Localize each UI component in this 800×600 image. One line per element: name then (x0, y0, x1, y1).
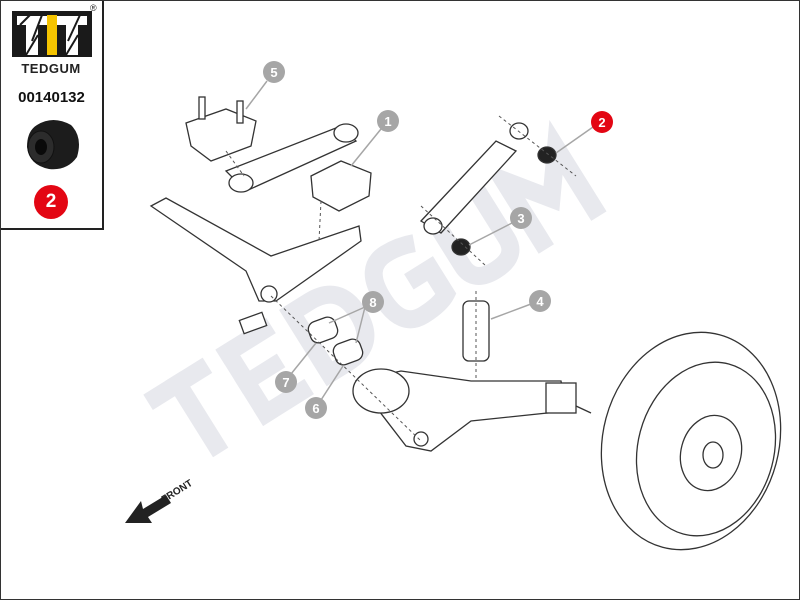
svg-text:3: 3 (517, 211, 524, 226)
registered-mark: ® (90, 3, 97, 13)
product-panel: ® TEDGUM 00140132 2 (1, 1, 104, 230)
callout-7[interactable]: 7 (275, 371, 297, 393)
svg-text:4: 4 (536, 294, 544, 309)
callout-8[interactable]: 8 (362, 291, 384, 313)
svg-text:6: 6 (312, 401, 319, 416)
front-arrow-icon: FRONT (125, 478, 195, 523)
svg-text:2: 2 (598, 115, 605, 130)
part-number: 00140132 (18, 89, 85, 106)
callout-5[interactable]: 5 (263, 61, 285, 83)
suspension-parts (149, 96, 782, 551)
rubber-mount (310, 160, 372, 212)
tedgum-logo (12, 11, 92, 57)
callout-2[interactable]: 2 (591, 111, 613, 133)
svg-text:1: 1 (384, 114, 391, 129)
watermark-logo (143, 119, 607, 458)
front-label: FRONT (160, 478, 195, 506)
bump-stop (462, 300, 490, 362)
callout-6[interactable]: 6 (305, 397, 327, 419)
axle-beam (149, 197, 362, 302)
svg-text:5: 5 (270, 65, 277, 80)
callout-3[interactable]: 3 (510, 207, 532, 229)
brand-name: TEDGUM (21, 61, 81, 76)
svg-text:8: 8 (369, 295, 376, 310)
bushing-product-image (27, 120, 79, 170)
position-badge: 2 (34, 185, 68, 219)
mount-bracket (185, 108, 257, 162)
callout-1[interactable]: 1 (377, 110, 399, 132)
callout-4[interactable]: 4 (529, 290, 551, 312)
svg-text:7: 7 (282, 375, 289, 390)
